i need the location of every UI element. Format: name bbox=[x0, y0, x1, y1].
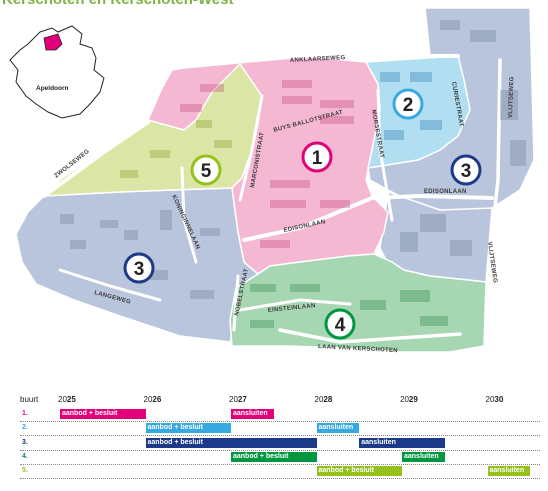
badge-circle bbox=[392, 88, 424, 120]
building-blocks bbox=[60, 20, 526, 299]
street-label-laan-van-kerschoten: LAAN VAN KERSCHOTEN bbox=[318, 344, 398, 354]
timeline-row: 4. aanbod + besluit aansluiten bbox=[20, 450, 540, 465]
roads bbox=[42, 54, 502, 344]
year-header: 2025 bbox=[58, 395, 76, 404]
road-morsestraat bbox=[376, 88, 394, 222]
badge-circle bbox=[324, 308, 356, 340]
year-header: 2029 bbox=[400, 395, 418, 404]
timeline-row-label: 1. bbox=[22, 410, 28, 417]
year-header: 2030 bbox=[485, 395, 504, 404]
timeline-row-label: 2. bbox=[22, 424, 28, 432]
road-nobelstraat bbox=[232, 274, 240, 332]
timeline-row: 2. aanbod + besluit aansluiten bbox=[20, 421, 540, 437]
badge-number: 4 bbox=[335, 315, 346, 336]
timeline-bar: aansluiten bbox=[231, 409, 274, 419]
map-title: Kerschoten en Kerschoten-West bbox=[2, 0, 233, 8]
timeline-bar: aansluiten bbox=[402, 451, 445, 462]
apeldoorn-district-marker bbox=[43, 33, 63, 51]
road-einsteinlaan bbox=[238, 298, 352, 312]
badge-number: 3 bbox=[134, 259, 145, 280]
badge-number: 1 bbox=[312, 148, 323, 169]
badge-number: 5 bbox=[201, 161, 212, 182]
street-label-anklaarseweg: ANKLAARSEWEG bbox=[290, 55, 346, 64]
street-label-einsteinlaan: EINSTEINLAAN bbox=[268, 303, 316, 314]
badge-circle bbox=[123, 252, 155, 284]
badge-circle bbox=[190, 154, 222, 186]
road-zwolseweg bbox=[42, 120, 150, 198]
badge-3-east: 3 bbox=[450, 154, 482, 186]
timeline-row: 1. aanbod + besluit aansluiten bbox=[20, 407, 540, 422]
district-map: Apeldoorn bbox=[9, 7, 535, 354]
building-blocks-blue bbox=[380, 72, 442, 140]
timeline-bar: aansluiten bbox=[487, 466, 531, 477]
timeline-bar: aansluiten bbox=[359, 437, 445, 448]
street-label-vlijtseweg-south: VLIJTSEWEG bbox=[486, 241, 498, 283]
planning-timeline: buurt 2025 2026 2027 2028 2029 2030 1. aanbod … bbox=[20, 394, 540, 484]
timeline-bar: aanbod + besluit bbox=[145, 423, 231, 434]
badge-1: 1 bbox=[301, 141, 333, 173]
zone-4 bbox=[229, 253, 487, 353]
road-edisonlaan bbox=[242, 193, 494, 242]
road-anklaarseweg bbox=[168, 54, 460, 70]
road-laan-van-kerschoten bbox=[278, 328, 462, 344]
road-vlijtseweg bbox=[486, 58, 502, 272]
inset-label: Apeldoorn bbox=[36, 85, 69, 92]
badge-number: 3 bbox=[461, 161, 472, 182]
badge-5: 5 bbox=[190, 154, 222, 186]
year-header: 2028 bbox=[314, 395, 333, 404]
timeline-row-label: 4. bbox=[22, 452, 28, 460]
inset-overview-map: Apeldoorn bbox=[9, 25, 105, 119]
timeline-row-label: 3. bbox=[22, 438, 28, 446]
building-blocks-pink bbox=[180, 80, 354, 248]
badge-circle bbox=[301, 141, 333, 173]
building-blocks-lime bbox=[120, 120, 232, 178]
timeline-row-label: 5. bbox=[22, 467, 28, 475]
street-label-edisonlaan-east: EDISONLAAN bbox=[424, 189, 467, 195]
badge-4: 4 bbox=[324, 308, 356, 340]
timeline-bar: aanbod + besluit bbox=[316, 466, 402, 477]
apeldoorn-outline bbox=[9, 25, 105, 119]
year-header: 2027 bbox=[229, 395, 247, 404]
road-langeweg bbox=[58, 268, 162, 302]
building-blocks-green bbox=[250, 284, 448, 328]
timeline-row: 5. aanbod + besluit aansluiten bbox=[20, 464, 540, 480]
road-marconistraat bbox=[238, 94, 264, 202]
timeline-bar: aanbod + besluit bbox=[231, 451, 317, 462]
road-koninginnelaan bbox=[180, 166, 198, 264]
street-label-vlijtseweg: VLIJTSEWEG bbox=[508, 76, 515, 118]
timeline-header-label: buurt bbox=[20, 395, 39, 404]
year-header: 2026 bbox=[143, 395, 162, 404]
timeline-bar: aansluiten bbox=[316, 423, 360, 434]
badge-number: 2 bbox=[403, 95, 414, 116]
timeline-bar: aanbod + besluit bbox=[60, 409, 146, 419]
badge-2: 2 bbox=[392, 88, 424, 120]
badge-3-west: 3 bbox=[123, 252, 155, 284]
badge-circle bbox=[450, 154, 482, 186]
timeline-bar: aanbod + besluit bbox=[145, 437, 317, 448]
timeline-row: 3. aanbod + besluit aansluiten bbox=[20, 436, 540, 451]
